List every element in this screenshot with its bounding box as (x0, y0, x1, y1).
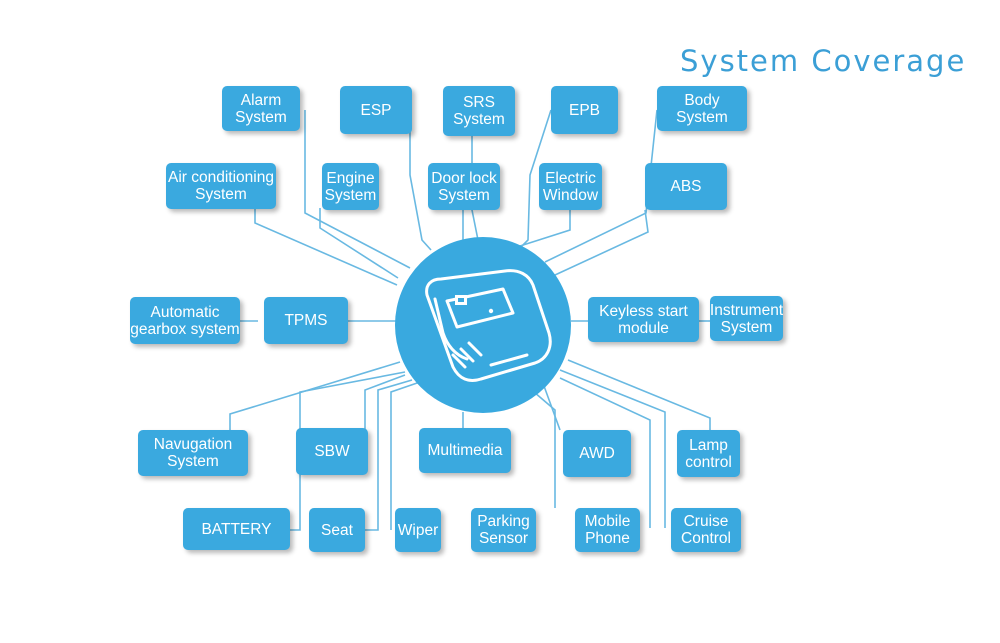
node-tpms: TPMS (264, 297, 348, 344)
diagram-title: System Coverage (680, 44, 967, 78)
node-automatic-gearbox: Automatic gearbox system (130, 297, 240, 344)
connector-line (229, 361, 401, 430)
connector-line (471, 135, 479, 241)
node-abs: ABS (645, 163, 727, 210)
node-instrument: Instrument System (710, 296, 783, 341)
connector-line (390, 381, 421, 530)
connector-line (521, 109, 552, 247)
connector-line (319, 208, 399, 279)
connector-line (254, 208, 398, 286)
connector-line (559, 369, 666, 528)
connector-line (543, 385, 561, 431)
connector-line (364, 374, 406, 430)
connector-line (554, 209, 649, 276)
node-lamp-control: Lamp control (677, 430, 740, 477)
obd-diagnostic-device-icon (425, 269, 552, 382)
node-navigation: Navugation System (138, 430, 248, 476)
node-body: Body System (657, 86, 747, 131)
node-awd: AWD (563, 430, 631, 477)
node-esp: ESP (340, 86, 412, 134)
node-multimedia: Multimedia (419, 428, 511, 473)
connector-line (409, 110, 432, 251)
diagnostic-hub (395, 237, 571, 413)
node-sbw: SBW (296, 428, 368, 475)
node-battery: BATTERY (183, 508, 290, 550)
node-seat: Seat (309, 508, 365, 552)
connector-line (304, 110, 411, 269)
connector-line (365, 379, 413, 531)
node-air-conditioning: Air conditioning System (166, 163, 276, 209)
node-wiper: Wiper (395, 508, 441, 552)
node-cruise-control: Cruise Control (671, 508, 741, 552)
node-engine: Engine System (322, 163, 379, 210)
connector-line (533, 391, 556, 508)
node-epb: EPB (551, 86, 618, 134)
node-parking-sensor: Parking Sensor (471, 508, 536, 552)
node-srs: SRS System (443, 86, 515, 136)
node-mobile-phone: Mobile Phone (575, 508, 640, 552)
connector-line (559, 377, 651, 528)
node-electric-window: Electric Window (539, 163, 602, 210)
connector-line (567, 359, 711, 430)
connector-line (519, 208, 571, 247)
node-alarm: Alarm System (222, 86, 300, 131)
node-keyless-start: Keyless start module (588, 297, 699, 342)
node-door-lock: Door lock System (428, 163, 500, 210)
